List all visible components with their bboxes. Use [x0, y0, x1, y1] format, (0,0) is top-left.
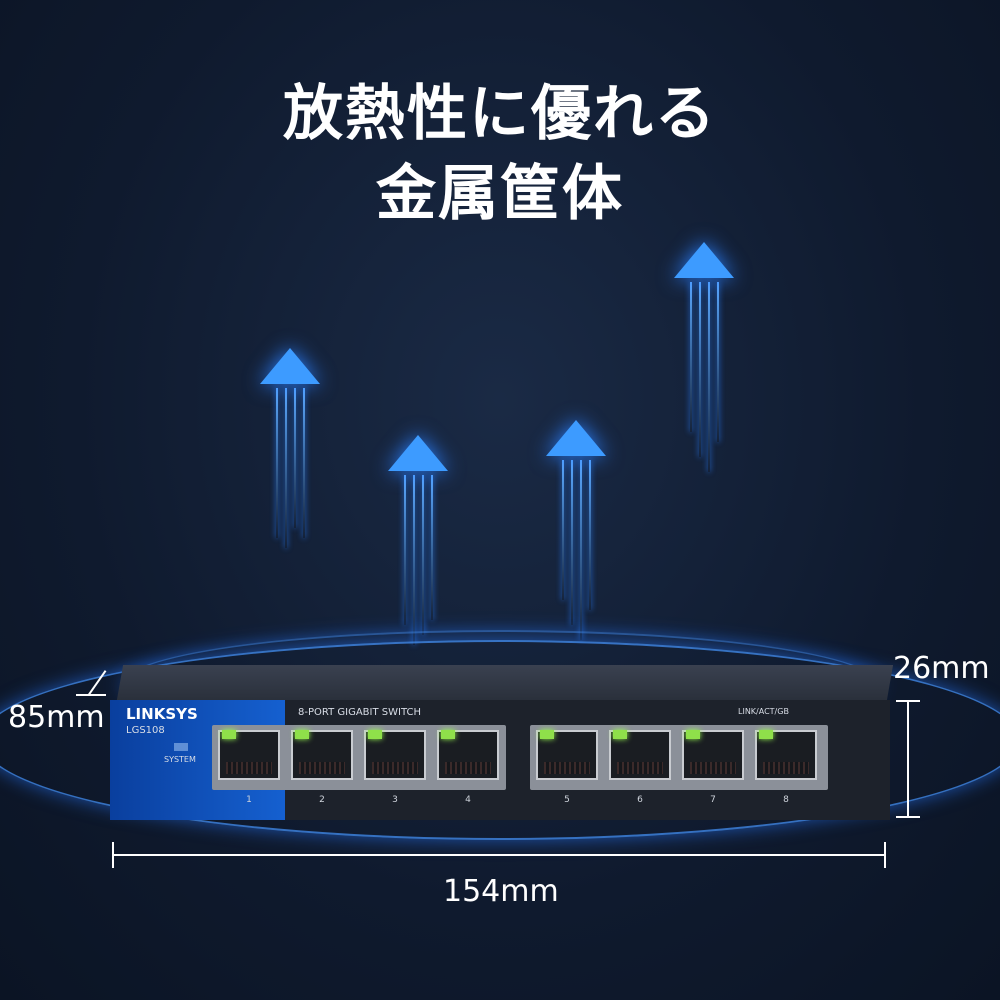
ethernet-port — [682, 730, 744, 780]
port-group-left — [212, 725, 506, 790]
ethernet-port — [218, 730, 280, 780]
link-led — [295, 730, 309, 739]
height-dimension-line — [907, 700, 909, 818]
port-number: 8 — [783, 795, 789, 805]
port-number: 7 — [710, 795, 716, 805]
width-dimension-line — [112, 854, 886, 856]
ethernet-port — [437, 730, 499, 780]
headline-line-1: 放熱性に優れる — [283, 79, 717, 149]
port-number: 6 — [637, 795, 643, 805]
headline-line-2: 金属筐体 — [376, 159, 624, 229]
ethernet-port — [536, 730, 598, 780]
port-number: 2 — [319, 795, 325, 805]
port-number: 1 — [246, 795, 252, 805]
link-led — [686, 730, 700, 739]
heat-arrow-icon — [388, 435, 448, 645]
port-number: 5 — [564, 795, 570, 805]
link-led — [540, 730, 554, 739]
model-label: LGS108 — [126, 725, 165, 736]
description-label: 8-PORT GIGABIT SWITCH — [298, 707, 421, 718]
led-label: LINK/ACT/GB — [738, 707, 789, 716]
depth-label: 85mm — [8, 700, 105, 735]
ethernet-port — [755, 730, 817, 780]
heat-arrow-icon — [260, 348, 320, 548]
ethernet-port — [291, 730, 353, 780]
system-led — [174, 743, 188, 751]
height-label: 26mm — [893, 651, 990, 686]
link-led — [759, 730, 773, 739]
port-number: 4 — [465, 795, 471, 805]
brand-logo: LINKSYS — [126, 705, 198, 723]
link-led — [613, 730, 627, 739]
heat-arrow-icon — [674, 242, 734, 472]
port-group-right — [530, 725, 828, 790]
network-switch: LINKSYS LGS108 SYSTEM 8-PORT GIGABIT SWI… — [110, 665, 894, 820]
ethernet-port — [364, 730, 426, 780]
port-number: 3 — [392, 795, 398, 805]
link-led — [222, 730, 236, 739]
link-led — [441, 730, 455, 739]
heat-arrow-icon — [546, 420, 606, 640]
ethernet-port — [609, 730, 671, 780]
link-led — [368, 730, 382, 739]
system-label: SYSTEM — [164, 755, 196, 764]
width-label: 154mm — [443, 874, 559, 909]
